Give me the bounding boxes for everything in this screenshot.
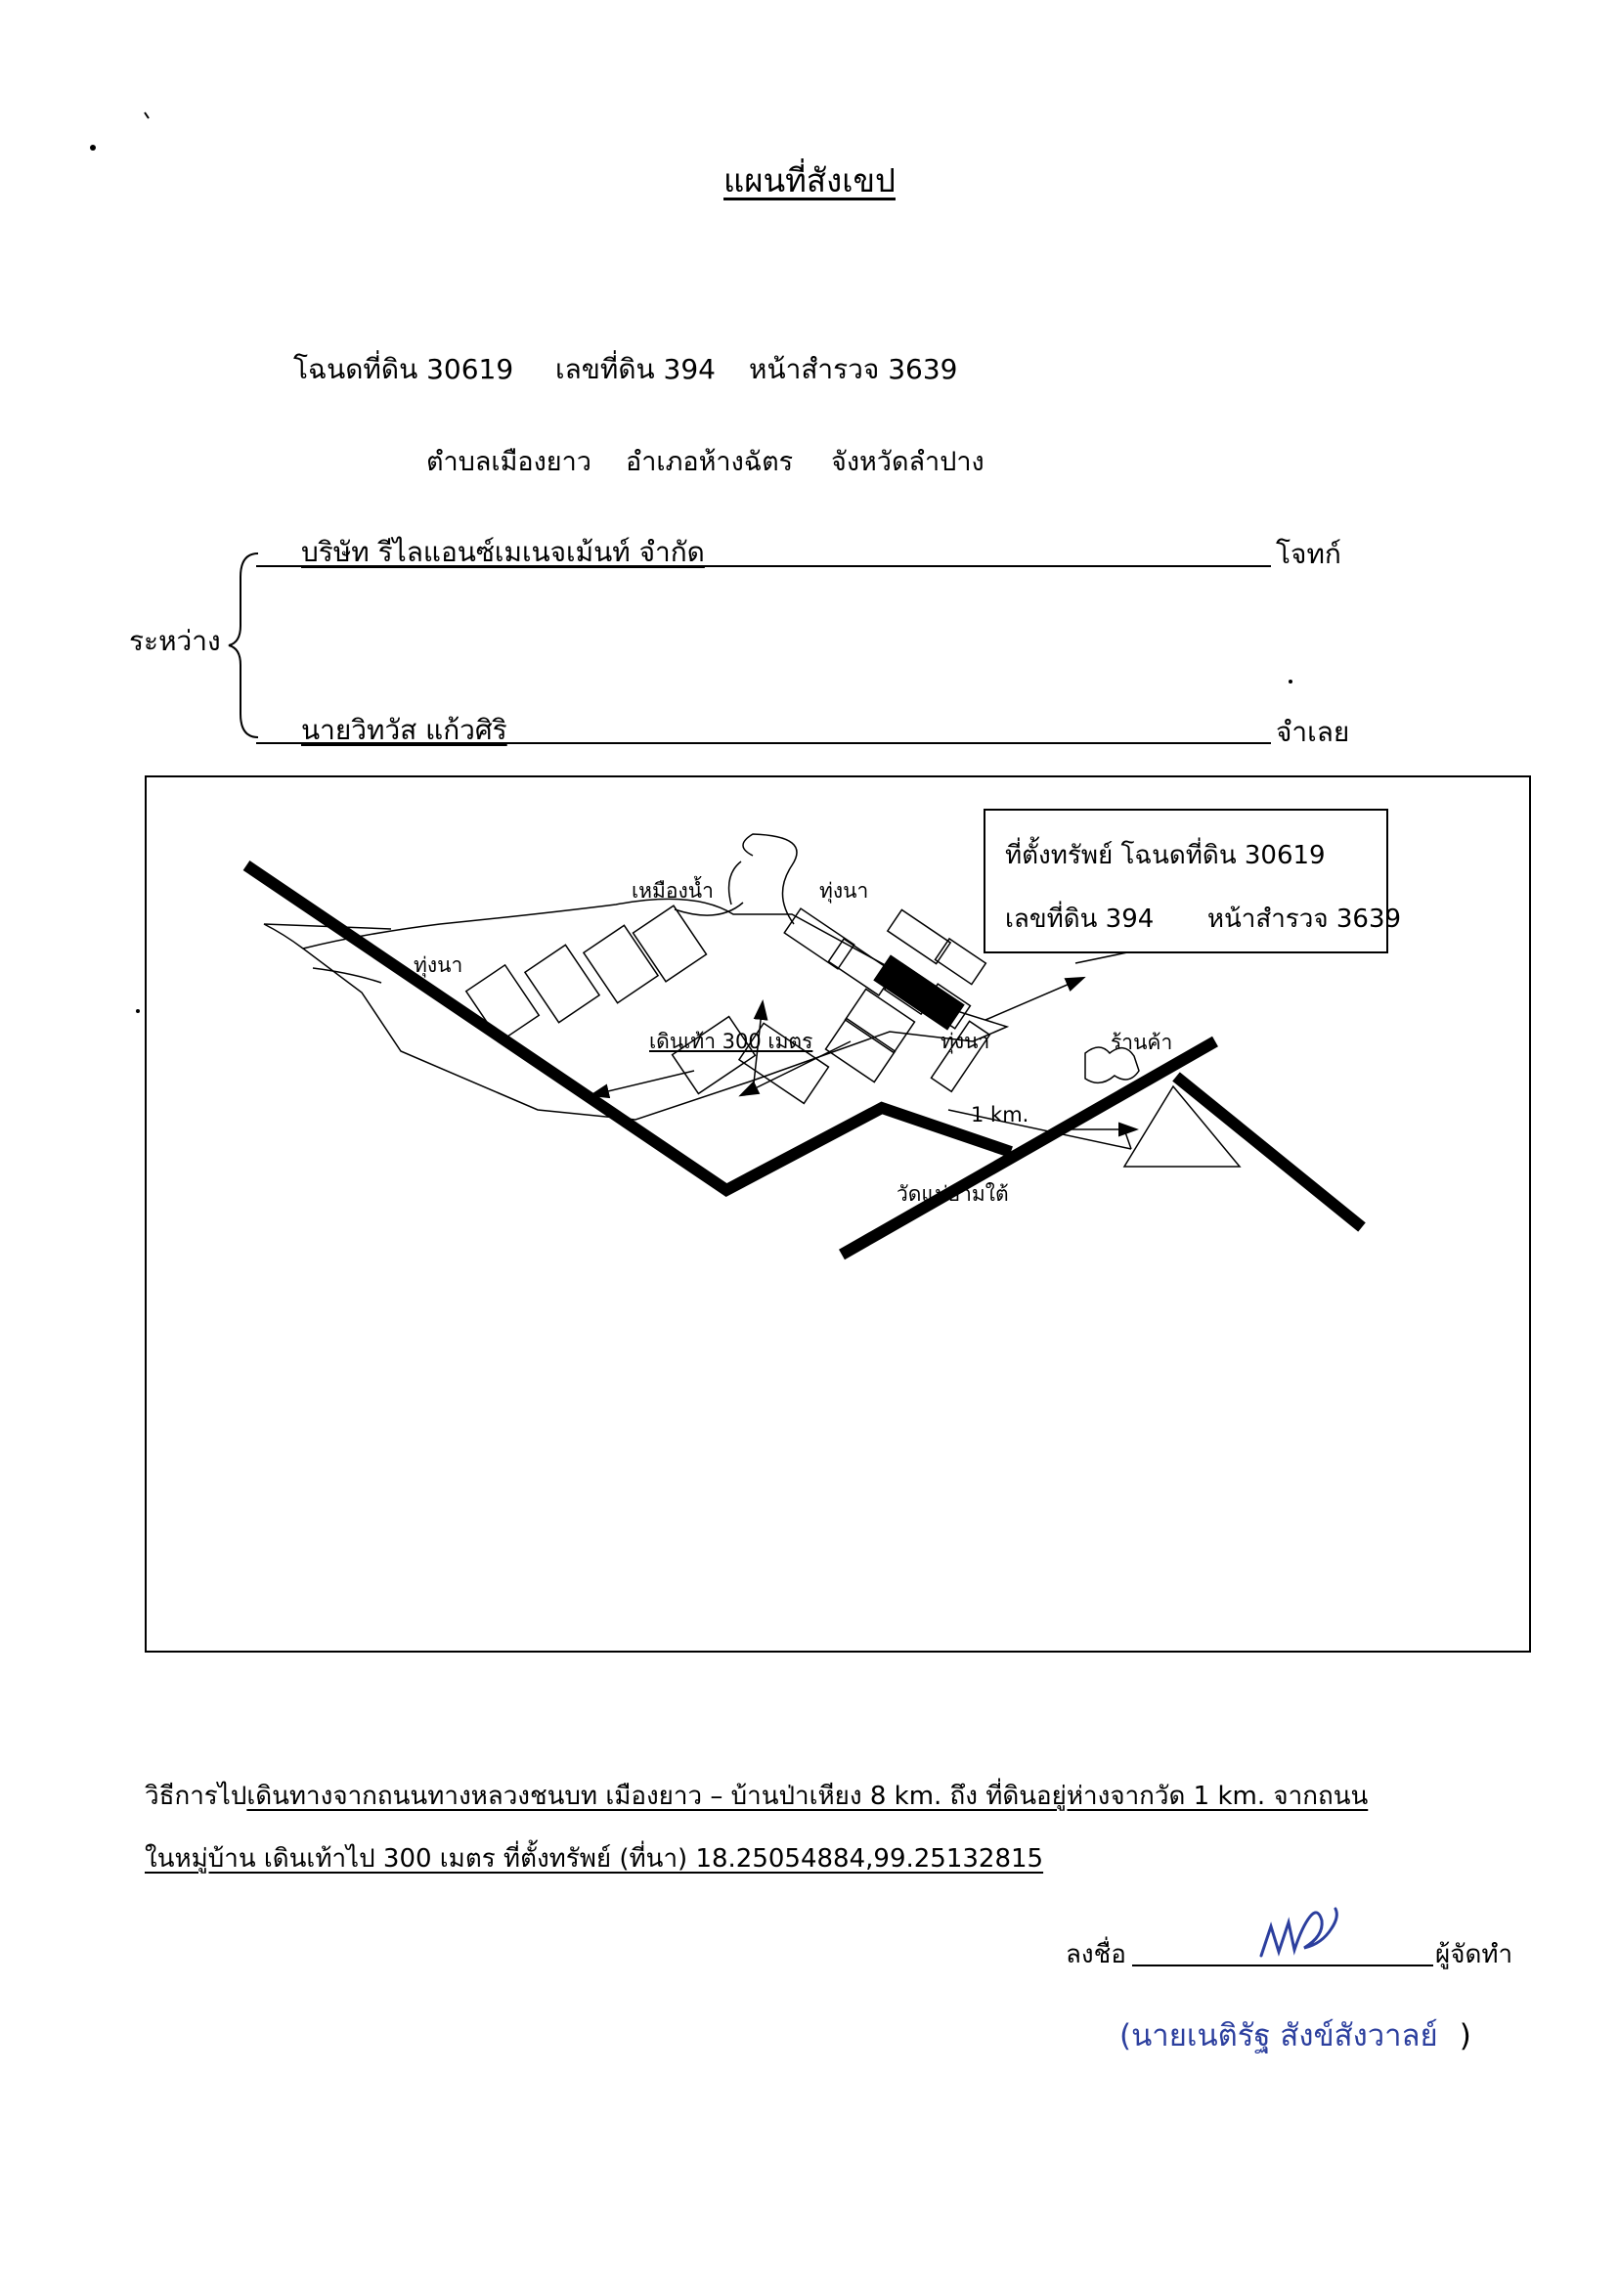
highway bbox=[839, 1036, 1218, 1260]
title-deed-number: โฉนดที่ดิน 30619 bbox=[293, 353, 514, 385]
village-lane bbox=[301, 898, 1010, 1121]
field-east-label: ทุ่งนา bbox=[941, 1030, 990, 1053]
lane-west bbox=[263, 923, 392, 949]
plaintiff-role: โจทก์ bbox=[1276, 538, 1341, 570]
directions-text-1: เดินทางจากถนนทางหลวงชนบท เมืองยาว – บ้าน… bbox=[246, 1782, 1369, 1811]
preparer-name: นายเนติรัฐ สังข์สังวาลย์ bbox=[1131, 2018, 1438, 2053]
creek bbox=[742, 833, 798, 925]
property-info-box: ที่ตั้งทรัพย์ โฉนดที่ดิน 30619 เลขที่ดิน… bbox=[984, 809, 1401, 953]
highway-branch bbox=[1172, 1072, 1366, 1232]
creek-2 bbox=[727, 861, 742, 905]
shop-symbol bbox=[1084, 1046, 1140, 1084]
land-number: เลขที่ดิน 394 bbox=[555, 353, 716, 385]
signature-line bbox=[1132, 1965, 1433, 1966]
district: อำเภอห้างฉัตร bbox=[626, 447, 794, 477]
directions-text-2: ในหมู่บ้าน เดินเท้าไป 300 เมตร ที่ตั้งทร… bbox=[145, 1844, 1044, 1874]
land-plots bbox=[464, 905, 991, 1105]
province: จังหวัดลำปาง bbox=[831, 447, 985, 477]
creek-3 bbox=[674, 902, 744, 916]
preparer-role: ผู้จัดทำ bbox=[1435, 1940, 1513, 1969]
between-label: ระหว่าง bbox=[129, 625, 221, 657]
lane-west-2 bbox=[312, 967, 382, 984]
shop-label: ร้านค้า bbox=[1111, 1031, 1173, 1054]
signature-mark bbox=[1259, 1907, 1338, 1958]
weir-label: เหมืองน้ำ bbox=[632, 879, 714, 903]
property-land-no: เลขที่ดิน 394 bbox=[1005, 905, 1155, 934]
defendant-role: จำเลย bbox=[1276, 716, 1350, 748]
walk-distance-label: เดินเท้า 300 เมตร bbox=[649, 1030, 813, 1053]
brace-icon bbox=[228, 552, 259, 738]
survey-page-number: หน้าสำรวจ 3639 bbox=[749, 353, 958, 385]
field-north-label: ทุ่งนา bbox=[819, 879, 869, 903]
directions-line-1: วิธีการไปเดินทางจากถนนทางหลวงชนบท เมืองย… bbox=[145, 1776, 1368, 1816]
property-info-line2: เลขที่ดิน 394 หน้าสำรวจ 3639 bbox=[1005, 888, 1401, 951]
plaintiff-line bbox=[256, 565, 1271, 567]
property-survey-page: หน้าสำรวจ 3639 bbox=[1206, 905, 1402, 934]
plaintiff-name: บริษัท รีไลแอนซ์เมเนจเม้นท์ จำกัด bbox=[301, 536, 705, 568]
main-road bbox=[242, 861, 1013, 1197]
temple-label: วัดแม่ยามใต้ bbox=[897, 1182, 1009, 1206]
close-paren: ) bbox=[1459, 2018, 1471, 2053]
sign-label: ลงชื่อ bbox=[1066, 1940, 1126, 1969]
distance-label: 1 km. bbox=[971, 1103, 1029, 1126]
defendant-line bbox=[256, 742, 1271, 744]
property-info-line1: ที่ตั้งทรัพย์ โฉนดที่ดิน 30619 bbox=[1005, 841, 1326, 870]
sketch-map: เหมืองน้ำ ทุ่งนา ทุ่งนา ทุ่งนา เดินเท้า … bbox=[145, 775, 1531, 1653]
directions-label: วิธีการไป bbox=[145, 1782, 247, 1811]
map-drawing bbox=[242, 833, 1366, 1260]
temple-symbol bbox=[1122, 1084, 1242, 1168]
field-west-label: ทุ่งนา bbox=[414, 953, 463, 977]
directions-line-2: ในหมู่บ้าน เดินเท้าไป 300 เมตร ที่ตั้งทร… bbox=[145, 1838, 1043, 1878]
defendant-name: นายวิทวัส แก้วศิริ bbox=[301, 714, 507, 746]
preparer-name-line: (นายเนติรัฐ สังข์สังวาลย์) bbox=[1119, 2010, 1471, 2059]
page-title: แผนที่สังเขป bbox=[723, 161, 896, 199]
open-paren: ( bbox=[1119, 2018, 1132, 2053]
subdistrict: ตำบลเมืองยาว bbox=[426, 447, 591, 477]
